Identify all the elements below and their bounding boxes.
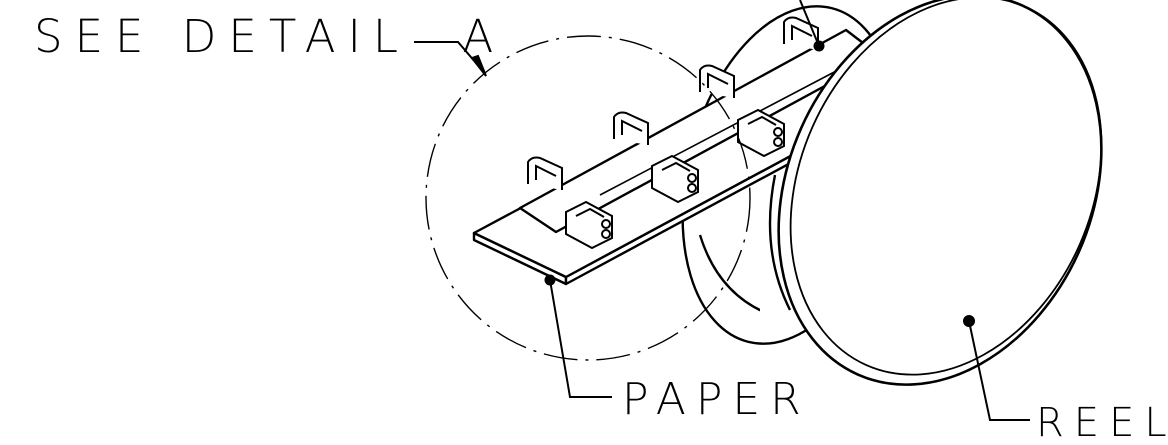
reel-front-flange: [777, 0, 1103, 386]
top-leader: [799, 0, 825, 52]
pocket-underside: [737, 108, 785, 158]
paper-leader: [544, 274, 612, 398]
see-detail-a-label: SEE DETAIL A: [34, 10, 506, 63]
pocket: [527, 156, 563, 190]
component-pockets: [527, 16, 819, 250]
pocket-underside: [651, 154, 699, 204]
detail-a-circle: [425, 35, 751, 361]
reel-leader: [963, 315, 1030, 421]
pocket: [783, 16, 819, 50]
paper-label: PAPER: [622, 374, 811, 425]
detail-a-leader: [414, 41, 487, 77]
reel-label: REEL: [1036, 400, 1168, 445]
pocket: [699, 64, 735, 98]
pocket: [613, 111, 649, 145]
pocket-underside: [565, 200, 613, 250]
